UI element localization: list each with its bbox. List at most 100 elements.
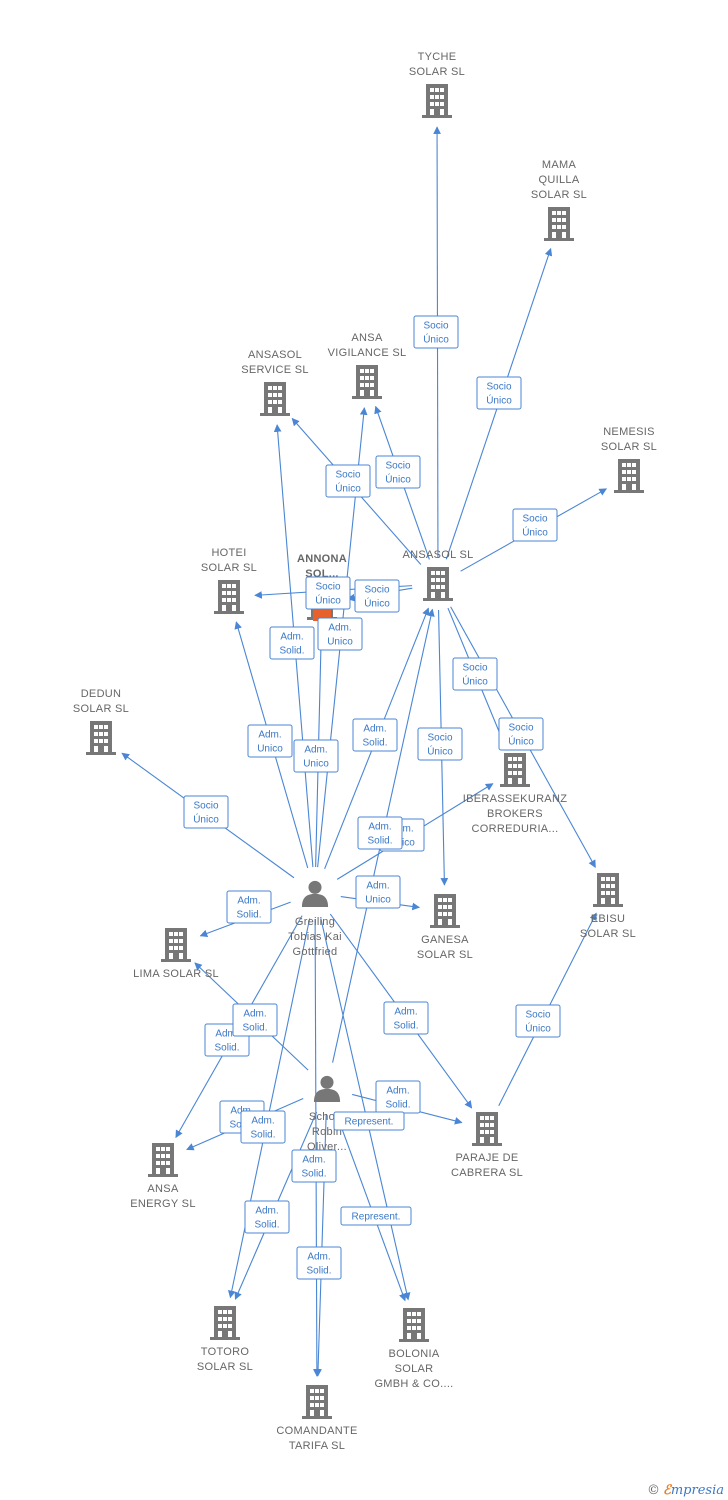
building-icon[interactable] — [500, 753, 530, 787]
relation-label-schott-paraje[interactable]: Adm.Solid. — [375, 1080, 421, 1114]
relation-label-box[interactable] — [375, 455, 421, 489]
relation-label-greiling-ganesa[interactable]: Adm.Unico — [355, 875, 401, 909]
relation-label-box[interactable] — [317, 617, 363, 651]
relation-label-box[interactable] — [247, 724, 293, 758]
relation-label-text: Único — [525, 1022, 551, 1035]
relation-label-schott-lima[interactable]: Adm.Solid. — [232, 1003, 278, 1037]
relation-label-schott-ansasol[interactable]: Adm.Solid. — [357, 816, 403, 850]
relation-label-greiling-ansasol[interactable]: Adm.Solid. — [352, 718, 398, 752]
relation-label-box[interactable] — [357, 816, 403, 850]
building-icon[interactable] — [302, 1385, 332, 1419]
relation-label-box[interactable] — [355, 875, 401, 909]
relation-label-box[interactable] — [305, 576, 351, 610]
relation-label-box[interactable] — [476, 376, 522, 410]
relation-label-box[interactable] — [232, 1003, 278, 1037]
building-icon[interactable] — [260, 382, 290, 416]
relation-label-box[interactable] — [354, 579, 400, 613]
relation-label-box[interactable] — [413, 315, 459, 349]
relation-label-greiling-ansaservice[interactable]: Adm.Unico — [293, 739, 339, 773]
relation-label-box[interactable] — [226, 890, 272, 924]
relation-label-box[interactable] — [383, 1001, 429, 1035]
relation-label-box[interactable] — [244, 1200, 290, 1234]
relation-label-schott-bolonia[interactable]: Represent. — [333, 1111, 405, 1131]
relation-label-box[interactable] — [291, 1149, 337, 1183]
relation-label-greiling-vigilance[interactable]: Adm.Unico — [317, 617, 363, 651]
relation-label-box[interactable] — [515, 1004, 561, 1038]
building-icon[interactable] — [544, 207, 574, 241]
relation-label-greiling-comandante[interactable]: Adm.Solid. — [296, 1246, 342, 1280]
brand-logo-initial: ℰ — [662, 1483, 671, 1498]
building-icon[interactable] — [161, 928, 191, 962]
relation-label-box[interactable] — [352, 718, 398, 752]
building-icon[interactable] — [86, 721, 116, 755]
building-icon[interactable] — [593, 873, 623, 907]
person-icon[interactable] — [301, 880, 329, 907]
building-icon[interactable] — [399, 1308, 429, 1342]
relation-label-greiling-paraje[interactable]: Adm.Solid. — [383, 1001, 429, 1035]
relation-label-greiling-annona[interactable]: Adm.Solid. — [269, 626, 315, 660]
relation-label-box[interactable] — [512, 508, 558, 542]
relation-label-box[interactable] — [240, 1110, 286, 1144]
person-icon[interactable] — [313, 1075, 341, 1102]
building-icon[interactable] — [210, 1306, 240, 1340]
relation-label-box[interactable] — [417, 727, 463, 761]
building-icon[interactable] — [422, 84, 452, 118]
node-lima[interactable]: LIMA SOLAR SL — [133, 928, 219, 980]
building-icon[interactable] — [148, 1143, 178, 1177]
relation-label-box[interactable] — [183, 795, 229, 829]
relation-label-schott-totoro[interactable]: Adm.Solid. — [240, 1110, 286, 1144]
relation-label-text: Solid. — [279, 646, 304, 657]
relation-label-box[interactable] — [452, 657, 498, 691]
building-icon[interactable] — [352, 365, 382, 399]
relation-label-greiling-lima[interactable]: Adm.Solid. — [226, 890, 272, 924]
node-label-bolonia: SOLAR — [395, 1363, 434, 1375]
building-icon[interactable] — [423, 567, 453, 601]
relation-label-box[interactable] — [269, 626, 315, 660]
relation-label-box[interactable] — [296, 1246, 342, 1280]
relation-label-box[interactable] — [293, 739, 339, 773]
relation-label-greiling-totoro[interactable]: Adm.Solid. — [244, 1200, 290, 1234]
node-ansasol[interactable]: ANSASOL SL — [402, 549, 473, 601]
building-icon[interactable] — [614, 459, 644, 493]
building-icon[interactable] — [214, 580, 244, 614]
building-icon[interactable] — [472, 1112, 502, 1146]
relation-label-box[interactable] — [333, 1111, 405, 1131]
relation-label-greiling-hotei[interactable]: Adm.Unico — [247, 724, 293, 758]
relation-label-text: Adm. — [255, 1206, 278, 1217]
relation-label-box[interactable] — [498, 717, 544, 751]
relation-label-schott-comandante[interactable]: Adm.Solid. — [291, 1149, 337, 1183]
relation-label-box[interactable] — [325, 464, 371, 498]
node-iberas[interactable]: IBERASSEKURANZBROKERSCORREDURIA... — [463, 753, 567, 835]
building-icon[interactable] — [430, 894, 460, 928]
relation-label-box[interactable] — [340, 1206, 412, 1226]
relation-label-greiling-bolonia[interactable]: Represent. — [340, 1206, 412, 1226]
node-label-hotei: SOLAR SL — [201, 562, 257, 574]
